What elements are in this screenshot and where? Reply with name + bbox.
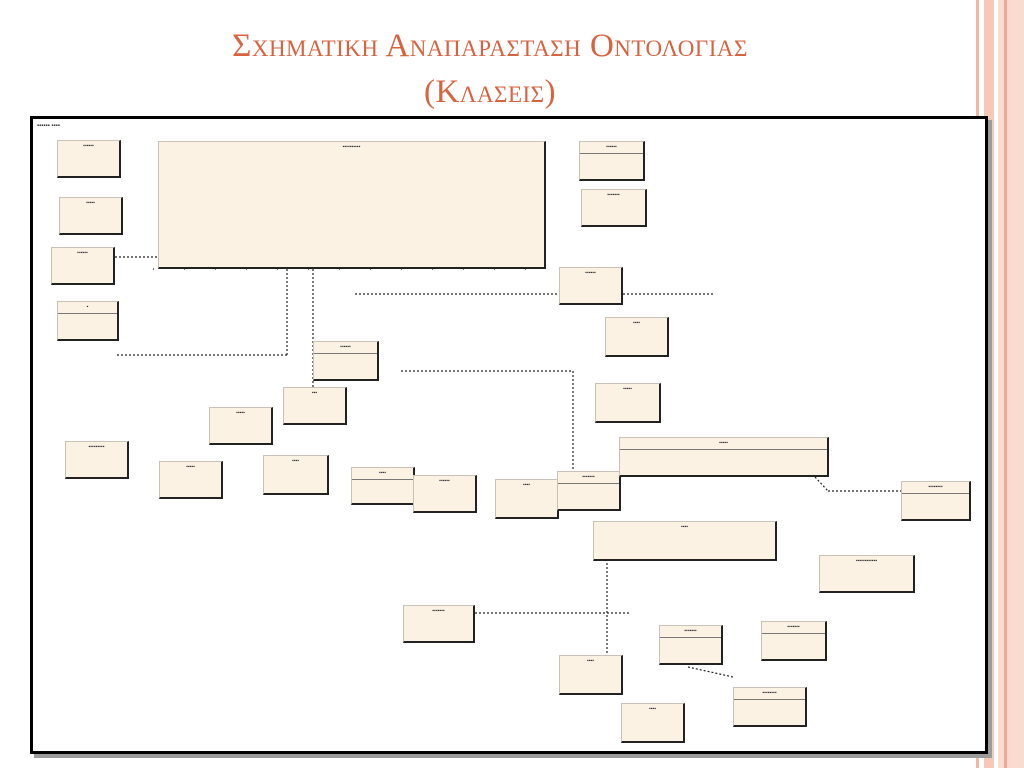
class-box: ▪▪▪▪ [605, 317, 669, 357]
decor-stripe [998, 0, 1024, 768]
slide-title-subtitle: (Κλασεισ) [423, 74, 557, 110]
class-box: ▪▪▪▪▪▪ [313, 341, 379, 381]
connector [687, 666, 734, 678]
class-box: ▪▪▪▪▪▪▪ [403, 605, 475, 643]
class-box: ▪▪▪▪ [351, 467, 415, 505]
class-box: ▪▪▪▪▪ [159, 461, 223, 499]
class-box: ▪▪▪▪▪ [619, 437, 829, 477]
class-box: ▪▪▪▪▪ [209, 407, 273, 445]
slide-title: Σχηματικη Αναπαρασταση Οντολογιασ [232, 28, 748, 64]
decor-stripe [984, 0, 994, 768]
class-box: ▪▪▪▪▪▪▪ [581, 189, 647, 227]
class-box: ▪▪▪▪▪▪▪▪ [733, 687, 807, 727]
class-box: ▪▪▪▪▪▪▪▪▪▪▪▪ [819, 555, 915, 593]
class-box: ▪▪▪ [283, 387, 347, 425]
diagram-caption: ▪▪▪▪▪▪ ▪▪▪▪ [37, 123, 60, 129]
class-box: ▪▪▪▪▪▪ [559, 267, 623, 305]
class-box: ▪▪▪▪▪▪ [579, 141, 645, 181]
class-box: ▪▪▪▪▪ [595, 383, 661, 423]
class-box: ▪▪▪▪▪ [59, 197, 123, 235]
class-box: ▪▪▪▪ [593, 521, 777, 561]
class-box: ▪▪▪▪ [621, 703, 685, 743]
class-box: ▪▪▪▪▪▪▪ [761, 621, 827, 661]
class-box: ▪▪▪▪▪▪▪ [659, 625, 723, 665]
diagram-frame: ▪▪▪▪▪▪ ▪▪▪▪ ▪▪▪▪▪▪▪▪▪▪ ▪▪▪▪▪▪ ▪▪▪▪▪ ▪▪▪▪… [30, 116, 988, 754]
class-box: ▪▪▪▪ [263, 455, 329, 495]
class-box: ▪▪▪▪▪▪▪▪▪ [65, 441, 129, 479]
class-box: ▪▪▪▪▪▪▪▪▪▪ [158, 141, 546, 269]
class-box: ▪▪▪▪▪▪▪▪ [901, 481, 971, 521]
connector [814, 476, 829, 492]
class-box: ▪▪▪▪▪▪ [413, 475, 477, 513]
class-box: ▪▪▪▪ [559, 655, 623, 695]
class-box: ▪▪▪▪ [495, 479, 559, 519]
class-box: ▪▪▪▪▪▪ [51, 247, 115, 285]
connector-lines [115, 256, 903, 678]
decor-stripe [1004, 0, 1007, 768]
class-box: ▪▪▪▪▪▪ [57, 140, 121, 178]
class-box: ▪ [57, 301, 119, 341]
class-box: ▪▪▪▪▪▪▪ [557, 471, 621, 511]
